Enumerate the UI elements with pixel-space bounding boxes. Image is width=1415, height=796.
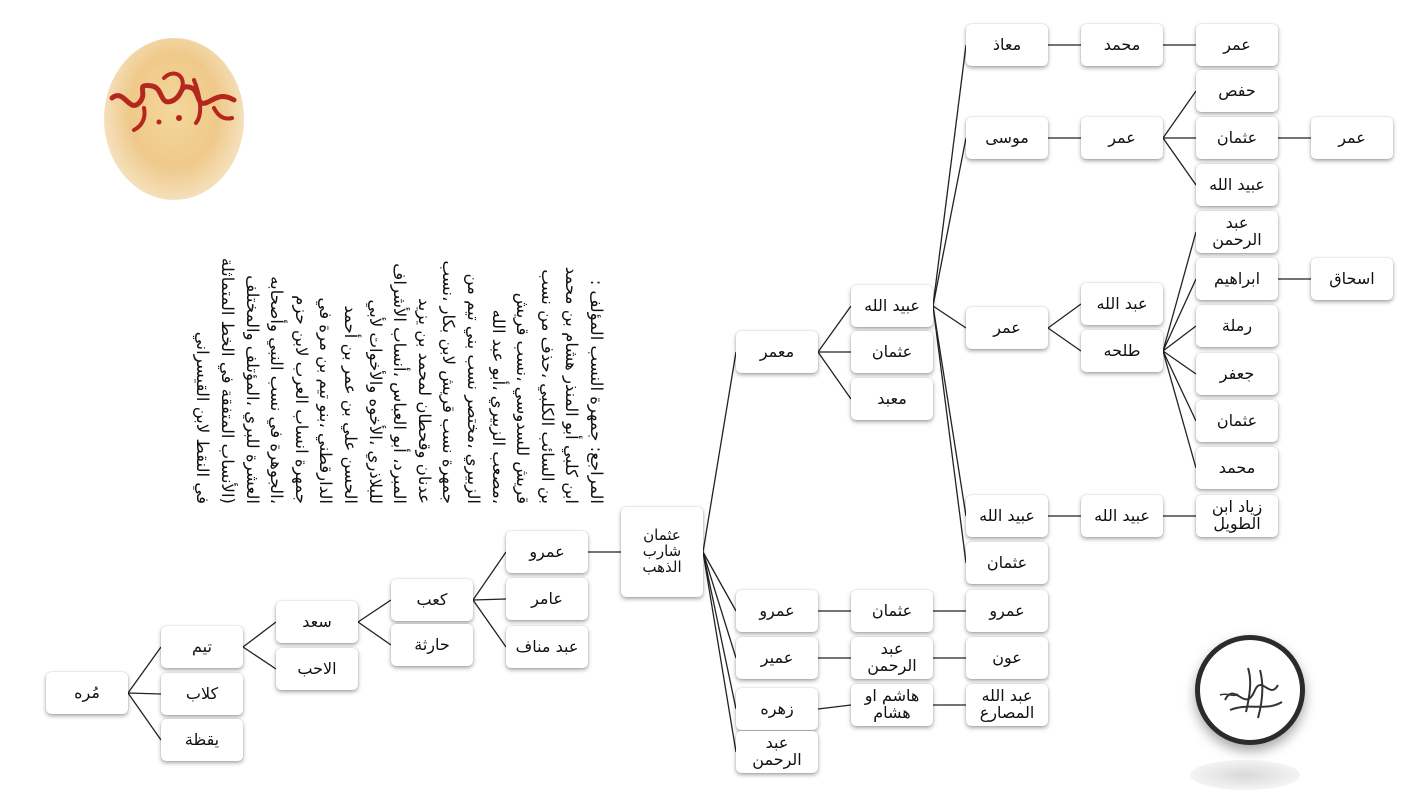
edge-umar1-talha [1047,327,1082,352]
edge-talha-ramla [1162,325,1197,352]
tree-node-talha: طلحه [1081,330,1163,372]
tree-node-muhammad1: محمد [1081,24,1163,66]
edge-ubaydallah1-ubaydallah2 [932,305,967,517]
calligraphy-seal-icon [1195,635,1305,745]
tree-node-uthman5: عثمان [1196,400,1278,442]
edge-kaab-abdmanaf [472,599,507,648]
tree-node-umar3: عمر [1196,24,1278,66]
tree-node-abdallah1: عبد الله [1081,283,1163,325]
edge-kaab-amr1 [472,551,507,601]
tree-node-amr2: عمرو [736,590,818,632]
edge-taym-alahab [242,646,277,670]
tree-node-hafs: حفص [1196,70,1278,112]
edge-zuhra-hashem [817,704,852,710]
tree-node-ibrahim: ابراهيم [1196,258,1278,300]
edge-talha-uthman5 [1162,350,1197,422]
edge-uthman_shareb-abdrahman1 [702,551,737,753]
edge-murrah-kilab [127,692,162,695]
tree-node-hashem: هاشم او هشام [851,684,933,726]
tree-node-uthman3: عثمان [966,542,1048,584]
edge-umar2-hafs [1162,90,1197,139]
tree-node-umar2: عمر [1081,117,1163,159]
tree-node-taym: تيم [161,626,243,668]
edge-muammar-mabad [817,351,852,400]
edge-saad-kaab [357,599,392,623]
tree-node-ubaydallah2: عبيد الله [966,495,1048,537]
tree-node-murrah: مُره [46,672,128,714]
tree-node-muadh: معاذ [966,24,1048,66]
edge-umar1-abdallah1 [1047,303,1082,329]
tree-node-muammar: معمر [736,331,818,373]
edge-kaab-amer [472,598,507,601]
edge-ubaydallah1-umar1 [932,305,967,329]
edge-murrah-yaqadha [127,692,162,741]
tree-node-ziyad: زياد ابن الطويل [1196,495,1278,537]
edge-ubaydallah1-uthman3 [932,305,967,564]
tree-node-ubaydallah3: عبيد الله [1081,495,1163,537]
edge-talha-abdrahman3 [1162,231,1197,352]
tree-node-abdmanaf: عبد مناف [506,626,588,668]
edge-ubaydallah1-muadh [932,44,967,307]
tree-node-musa: موسى [966,117,1048,159]
edge-uthman_shareb-amr2 [702,551,737,612]
tree-node-ramla: رملة [1196,305,1278,347]
tree-node-ubaydallah4: عبيد الله [1196,164,1278,206]
tree-node-umar4: عمر [1311,117,1393,159]
edge-taym-saad [242,621,277,648]
tree-node-abdrahman1: عبد الرحمن [736,731,818,773]
tree-node-saad: سعد [276,601,358,643]
edge-uthman_shareb-muammar [702,351,737,553]
tree-node-kaab: كعب [391,579,473,621]
tree-node-abdrahman2: عبد الرحمن [851,637,933,679]
logo-shadow [1190,760,1300,790]
tree-node-amr3: عمرو [966,590,1048,632]
tree-node-umar1: عمر [966,307,1048,349]
tree-node-alahab: الاحب [276,648,358,690]
edge-saad-haritha [357,621,392,646]
tree-node-haritha: حارثة [391,624,473,666]
tree-node-awn: عون [966,637,1048,679]
tree-node-uthman_shareb: عثمان شارب الذهب [621,507,703,597]
edge-muammar-ubaydallah1 [817,305,852,353]
edge-uthman_shareb-umayr [702,551,737,659]
edge-uthman_shareb-zuhra [702,551,737,710]
tree-node-uthman2: عثمان [851,590,933,632]
edge-talha-ibrahim [1162,278,1197,352]
tree-node-amr1: عمرو [506,531,588,573]
tree-node-mabad: معبد [851,378,933,420]
tree-node-umayr: عمير [736,637,818,679]
tree-node-yaqadha: يقظة [161,719,243,761]
tree-node-uthman1: عثمان [851,331,933,373]
tree-node-abdallah_musara: عبد الله المصارع [966,684,1048,726]
edge-talha-muhammad2 [1162,350,1197,469]
tree-node-kilab: كلاب [161,673,243,715]
tree-node-amer: عامر [506,578,588,620]
calligraphy-logo-left [104,38,244,200]
tree-node-muhammad2: محمد [1196,447,1278,489]
edge-murrah-taym [127,646,162,694]
tree-node-abdrahman3: عبد الرحمن [1196,211,1278,253]
tree-node-ubaydallah1: عبيد الله [851,285,933,327]
edge-ubaydallah1-musa [932,137,967,307]
tree-node-zuhra: زهره [736,688,818,730]
tree-node-uthman4: عثمان [1196,117,1278,159]
edge-talha-jafar [1162,350,1197,375]
tree-node-jafar: جعفر [1196,353,1278,395]
edge-umar2-ubaydallah4 [1162,137,1197,186]
tree-node-ishaq: اسحاق [1311,258,1393,300]
